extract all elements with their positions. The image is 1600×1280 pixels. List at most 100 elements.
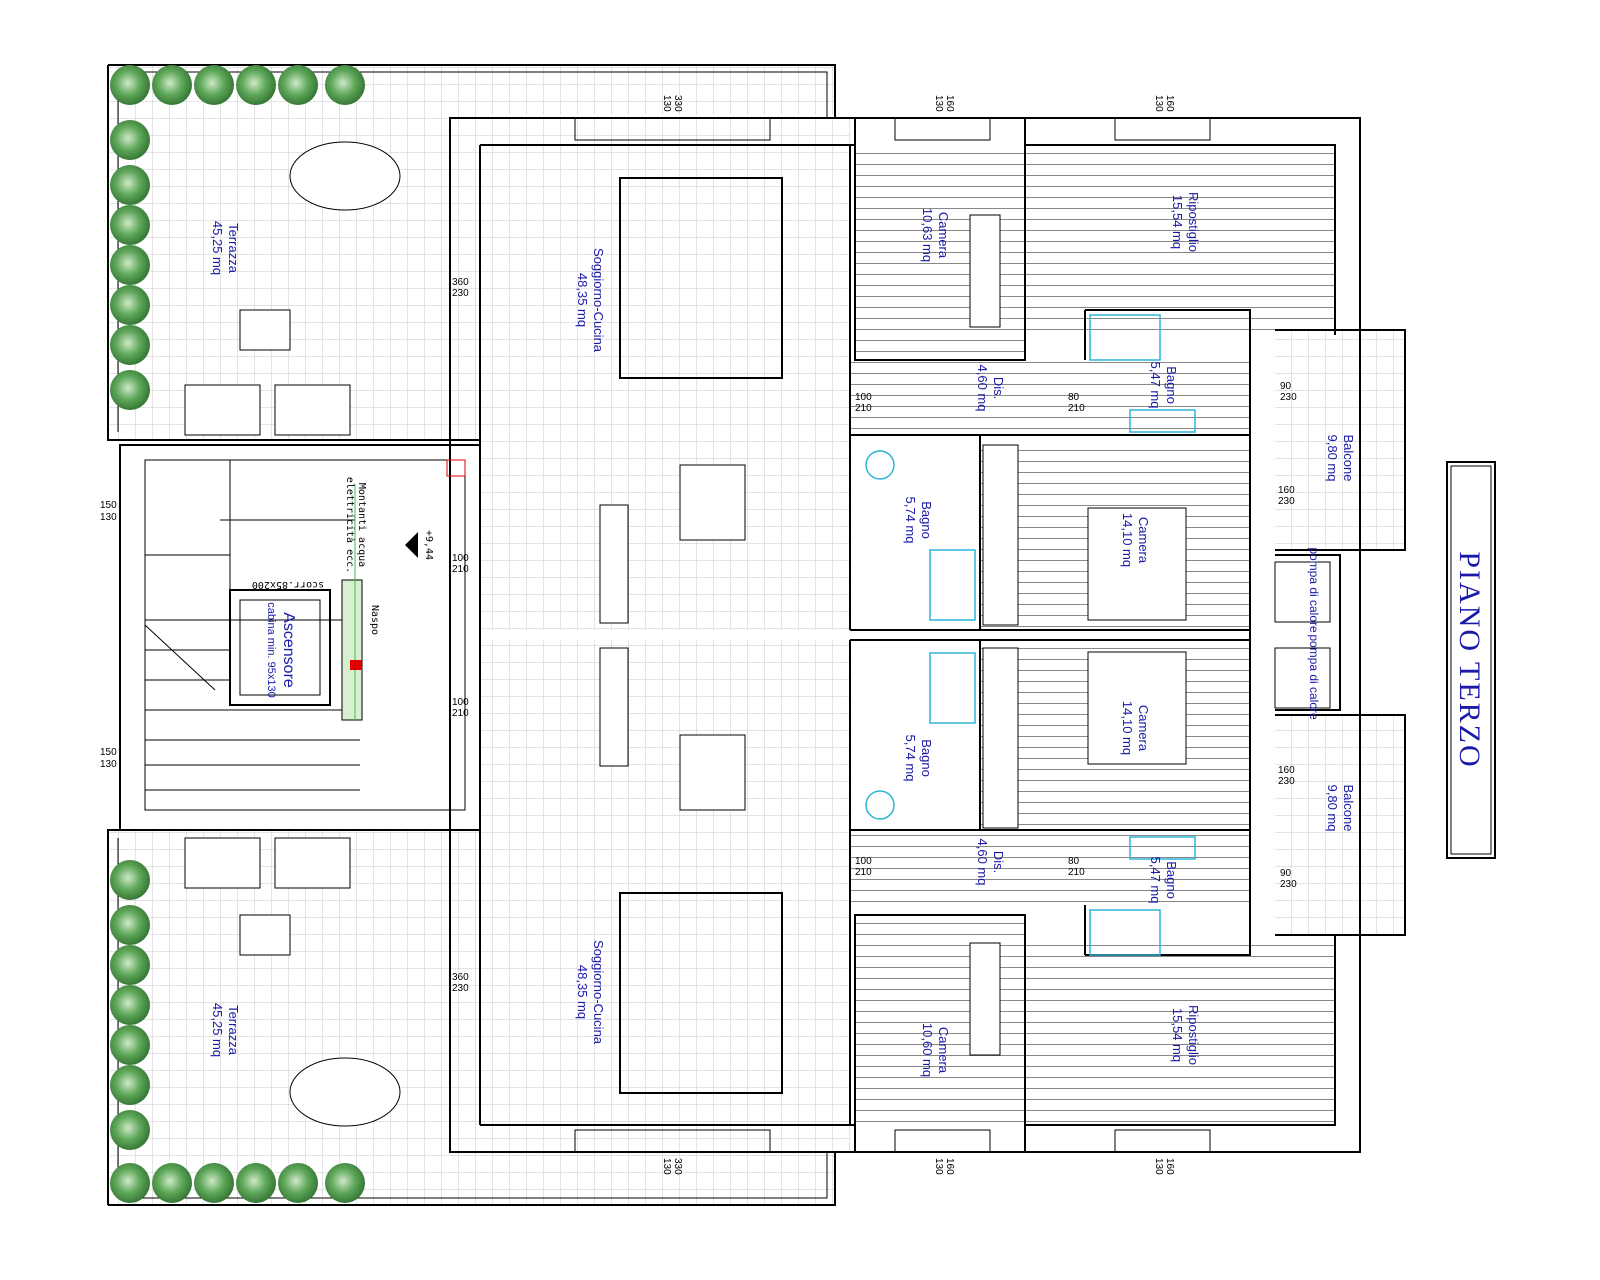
svg-text:Naspo: Naspo [369, 605, 380, 635]
living-top [480, 118, 850, 630]
svg-text:230: 230 [1278, 776, 1295, 787]
svg-text:130: 130 [661, 1158, 672, 1175]
hedge-trees [110, 65, 365, 1203]
svg-text:Ripostiglio: Ripostiglio [1186, 1005, 1201, 1065]
svg-text:Camera: Camera [1136, 705, 1151, 752]
svg-text:Camera: Camera [936, 212, 951, 259]
svg-text:210: 210 [1068, 403, 1085, 414]
riser-shaft [341, 579, 363, 721]
svg-text:100: 100 [452, 553, 469, 564]
svg-text:100: 100 [452, 697, 469, 708]
svg-text:160: 160 [1278, 765, 1295, 776]
svg-text:130: 130 [1153, 1158, 1164, 1175]
svg-text:4,60 mq: 4,60 mq [975, 839, 990, 886]
svg-text:330: 330 [672, 1158, 683, 1175]
svg-text:Dis.: Dis. [991, 377, 1006, 399]
svg-text:5,74 mq: 5,74 mq [903, 497, 918, 544]
svg-text:90: 90 [1280, 868, 1292, 879]
svg-text:130: 130 [661, 95, 672, 112]
svg-text:45,25 mq: 45,25 mq [210, 221, 225, 275]
svg-text:80: 80 [1068, 392, 1080, 403]
label-heat-pump-1: pompa di calore [1307, 547, 1321, 633]
svg-text:230: 230 [452, 983, 469, 994]
svg-text:210: 210 [452, 708, 469, 719]
svg-text:14,10 mq: 14,10 mq [1120, 513, 1135, 567]
svg-text:230: 230 [1278, 496, 1295, 507]
svg-text:210: 210 [855, 403, 872, 414]
svg-text:+9,44: +9,44 [423, 530, 434, 560]
staircase [144, 459, 466, 791]
svg-text:Ripostiglio: Ripostiglio [1186, 192, 1201, 252]
svg-text:48,35 mq: 48,35 mq [575, 273, 590, 327]
svg-text:pompa di calore: pompa di calore [1307, 547, 1321, 633]
svg-text:Soggiorno-Cucina: Soggiorno-Cucina [591, 248, 606, 353]
label-dis-top: Dis.4,60 mq [975, 365, 1006, 412]
svg-text:100: 100 [855, 856, 872, 867]
svg-text:230: 230 [1280, 879, 1297, 890]
svg-text:14,10 mq: 14,10 mq [1120, 701, 1135, 755]
svg-text:4,60 mq: 4,60 mq [975, 365, 990, 412]
svg-text:Bagno: Bagno [1164, 861, 1179, 899]
terrace-bottom [107, 829, 836, 1206]
svg-text:Bagno: Bagno [919, 501, 934, 539]
svg-text:15,54 mq: 15,54 mq [1170, 195, 1185, 249]
svg-text:pompa di calore: pompa di calore [1307, 634, 1321, 720]
svg-text:210: 210 [855, 867, 872, 878]
level-marker-icon [405, 532, 418, 558]
svg-text:150: 150 [100, 500, 117, 511]
living-bottom [480, 640, 850, 1152]
svg-text:Balcone: Balcone [1341, 435, 1356, 482]
svg-text:90: 90 [1280, 381, 1292, 392]
svg-text:9,80 mq: 9,80 mq [1325, 785, 1340, 832]
svg-text:130: 130 [100, 759, 117, 770]
svg-text:210: 210 [452, 564, 469, 575]
furniture [184, 141, 1331, 1127]
svg-text:210: 210 [1068, 867, 1085, 878]
label-dis-bottom: Dis.4,60 mq [975, 839, 1006, 886]
svg-text:Terrazza: Terrazza [226, 223, 241, 274]
svg-text:Bagno: Bagno [919, 739, 934, 777]
terrace-top [107, 64, 836, 441]
svg-text:Montanti acqua: Montanti acqua [356, 483, 367, 567]
label-heat-pump-2: pompa di calore [1307, 634, 1321, 720]
svg-text:cabina min. 95x130: cabina min. 95x130 [265, 602, 277, 697]
svg-text:100: 100 [855, 392, 872, 403]
svg-text:45,25 mq: 45,25 mq [210, 1003, 225, 1057]
svg-text:Soggiorno-Cucina: Soggiorno-Cucina [591, 940, 606, 1045]
svg-text:Ascensore: Ascensore [280, 612, 297, 688]
svg-text:130: 130 [933, 95, 944, 112]
svg-text:230: 230 [1280, 392, 1297, 403]
svg-text:scorr.85x200: scorr.85x200 [252, 579, 324, 590]
svg-text:130: 130 [100, 512, 117, 523]
svg-text:10,60 mq: 10,60 mq [920, 1023, 935, 1077]
hose-reel-icon [350, 660, 362, 670]
svg-text:130: 130 [1153, 95, 1164, 112]
svg-text:9,80 mq: 9,80 mq [1325, 435, 1340, 482]
svg-text:160: 160 [1164, 1158, 1175, 1175]
svg-text:5,74 mq: 5,74 mq [903, 735, 918, 782]
svg-text:360: 360 [452, 277, 469, 288]
svg-text:10,63 mq: 10,63 mq [920, 208, 935, 262]
bathroom-fixtures [865, 314, 1196, 956]
svg-text:Dis.: Dis. [991, 851, 1006, 873]
svg-text:elettricità ecc.: elettricità ecc. [344, 477, 356, 573]
svg-text:Camera: Camera [1136, 517, 1151, 564]
svg-text:5,47 mq: 5,47 mq [1148, 362, 1163, 409]
svg-text:5,47 mq: 5,47 mq [1148, 857, 1163, 904]
svg-text:Balcone: Balcone [1341, 785, 1356, 832]
svg-text:160: 160 [1278, 485, 1295, 496]
svg-text:48,35 mq: 48,35 mq [575, 965, 590, 1019]
